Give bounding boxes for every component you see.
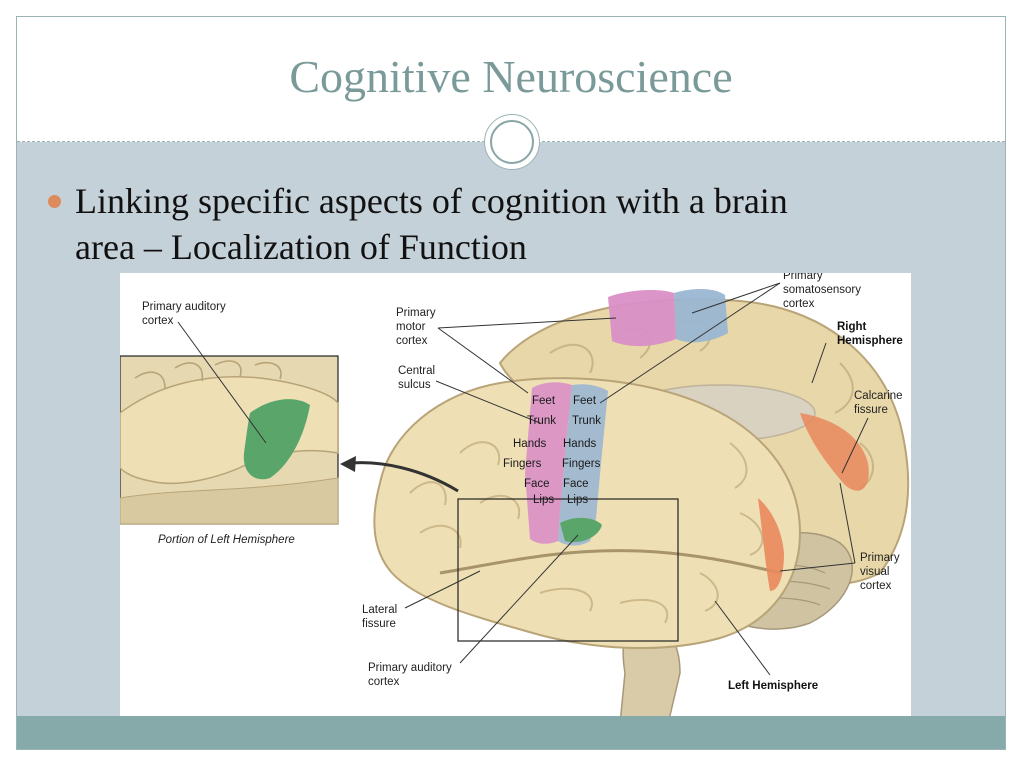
inset-arrow — [351, 461, 459, 493]
auditory-label-1: Primary auditory — [368, 662, 452, 674]
visual-cortex-region — [758, 498, 784, 591]
right-hemisphere-label-2: Hemisphere — [837, 335, 903, 347]
calcarine-label-1: Calcarine — [854, 390, 903, 402]
somatosensory-feet: Feet — [573, 395, 597, 407]
motor-label-1: Primary — [396, 307, 436, 319]
divider-ring-inner — [490, 120, 534, 164]
bullet-line-2: area – Localization of Function — [75, 227, 527, 267]
motor-trunk: Trunk — [527, 415, 556, 427]
somatosensory-face: Face — [563, 478, 589, 490]
arrow-head — [340, 456, 356, 472]
motor-strip — [525, 382, 572, 544]
auditory-label-2: cortex — [368, 676, 400, 688]
sulcus-label-1: Central — [398, 365, 435, 377]
bullet-line-1: Linking specific aspects of cognition wi… — [75, 181, 788, 221]
motor-label-3: cortex — [396, 335, 428, 347]
somatosensory-hands: Hands — [563, 438, 596, 450]
visual-label-1: Primary — [860, 552, 900, 564]
lateral-label-1: Lateral — [362, 604, 397, 616]
inset-label-line-2: cortex — [142, 315, 174, 327]
somatosensory-lips: Lips — [567, 494, 588, 506]
calcarine-label-2: fissure — [854, 404, 888, 416]
slide-title: Cognitive Neuroscience — [289, 51, 733, 102]
motor-fingers: Fingers — [503, 458, 542, 470]
motor-top — [608, 289, 676, 347]
somatosensory-top — [674, 289, 728, 343]
auditory-inset-box — [457, 498, 679, 642]
right-hemisphere-label-1: Right — [837, 321, 867, 333]
motor-hands: Hands — [513, 438, 546, 450]
somato-label-1: Primary — [783, 273, 823, 282]
motor-face: Face — [524, 478, 550, 490]
calcarine-visual — [800, 413, 869, 491]
motor-feet: Feet — [532, 395, 556, 407]
visual-label-3: cortex — [860, 580, 892, 592]
brain-figure: Primary auditory cortex Portion of Left … — [120, 273, 911, 724]
lateral-fissure-line — [439, 549, 781, 575]
footer-band — [17, 716, 1005, 749]
visual-label-2: visual — [860, 566, 889, 578]
somatosensory-strip — [558, 384, 608, 546]
auditory-cortex-region — [560, 517, 602, 543]
somatosensory-trunk: Trunk — [572, 415, 601, 427]
inset-auditory-region — [243, 399, 310, 480]
somato-label-2: somatosensory — [783, 284, 861, 296]
bullet-marker — [48, 195, 61, 208]
inset-label-line-1: Primary auditory — [142, 301, 226, 313]
somatosensory-fingers: Fingers — [562, 458, 601, 470]
brain-illustration: Primary auditory cortex Portion of Left … — [120, 273, 910, 724]
somato-label-3: cortex — [783, 298, 815, 310]
motor-lips: Lips — [533, 494, 554, 506]
left-hemisphere-label: Left Hemisphere — [728, 680, 818, 692]
bullet-text: Linking specific aspects of cognition wi… — [75, 178, 975, 270]
lateral-label-2: fissure — [362, 618, 396, 630]
inset-caption: Portion of Left Hemisphere — [158, 534, 295, 546]
sulcus-label-2: sulcus — [398, 379, 431, 391]
motor-label-2: motor — [396, 321, 426, 333]
